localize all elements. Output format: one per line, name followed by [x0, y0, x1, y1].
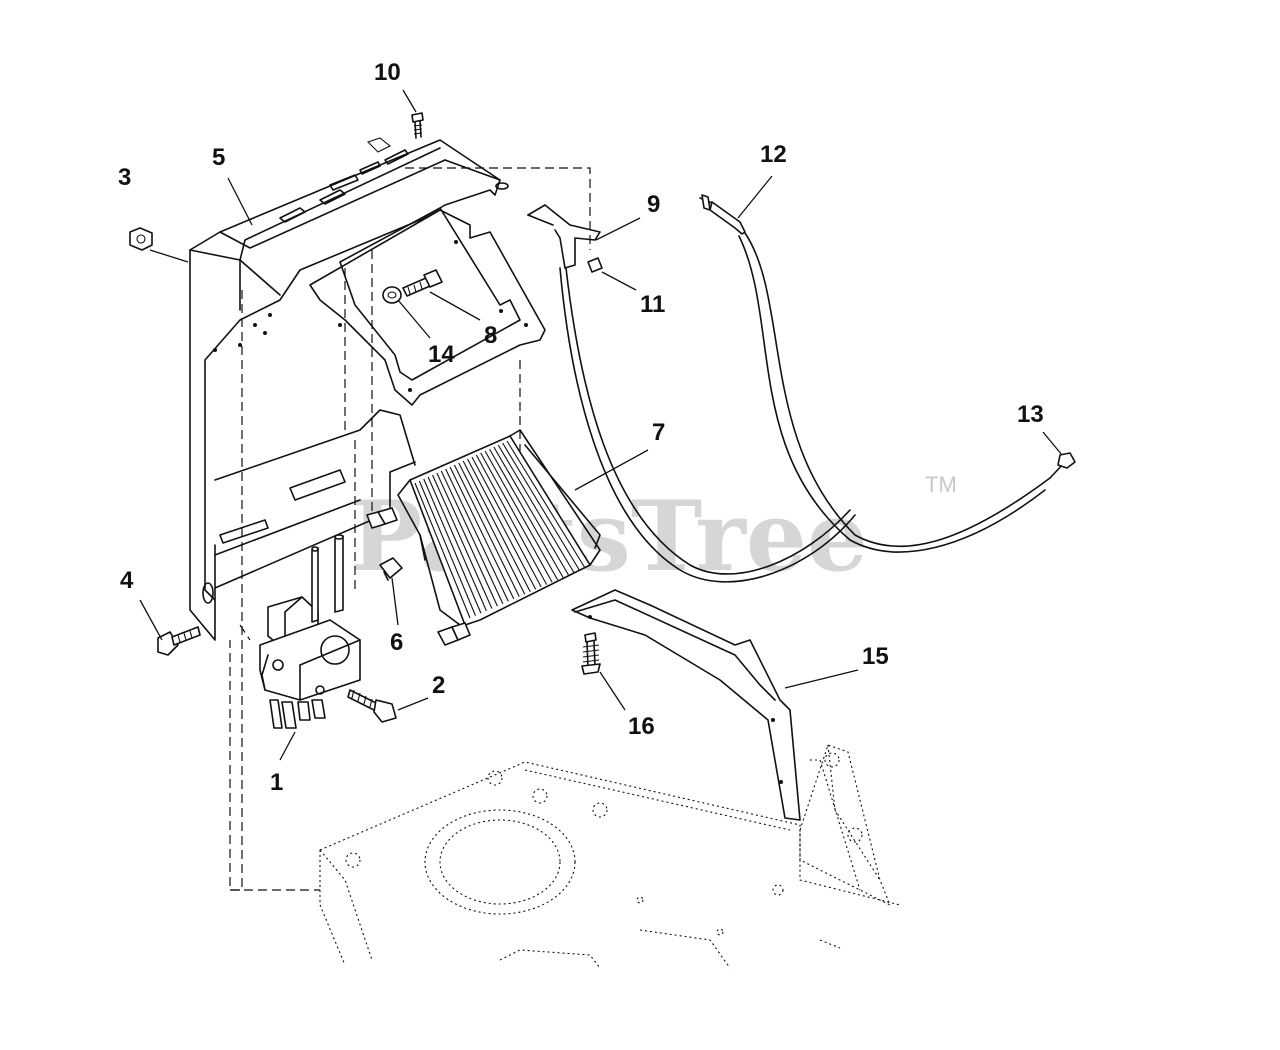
- fin-line: [506, 440, 586, 569]
- control-cable: [559, 194, 1076, 583]
- callout-2: 2: [432, 672, 445, 699]
- heat-sink-fins: [414, 440, 586, 619]
- fin-line: [502, 442, 580, 571]
- bolt-and-washer: [382, 269, 443, 304]
- base-frame: [319, 744, 901, 969]
- fin-line: [453, 464, 520, 597]
- cable-bracket: [527, 204, 603, 273]
- callout-4: 4: [120, 567, 134, 594]
- fin-line: [480, 452, 553, 583]
- fin-line: [467, 458, 537, 590]
- callout-labels: 1 2 3 4 5 6 7 8 9 10 11 12 13 14 15 16: [118, 59, 1044, 796]
- callout-9: 9: [647, 191, 660, 218]
- fin-line: [458, 462, 526, 595]
- console-panel: [189, 137, 546, 641]
- fin-line: [462, 460, 531, 593]
- fin-line: [418, 480, 476, 616]
- switch-block: [259, 534, 361, 729]
- leader-lines: [139, 89, 1063, 761]
- fin-line: [427, 476, 487, 612]
- fin-line: [449, 466, 515, 600]
- fin-line: [432, 474, 493, 609]
- callout-13: 13: [1017, 401, 1044, 428]
- callout-10: 10: [374, 59, 401, 86]
- callout-12: 12: [760, 141, 787, 168]
- bolt-4: [157, 626, 201, 656]
- fin-line: [440, 470, 504, 604]
- callout-3: 3: [118, 164, 131, 191]
- bolt-2: [347, 689, 397, 723]
- callout-6: 6: [390, 629, 403, 656]
- fin-line: [423, 478, 482, 614]
- fin-line: [445, 468, 509, 602]
- callout-8: 8: [484, 322, 497, 349]
- screw-16: [581, 632, 601, 675]
- fin-line: [436, 472, 498, 607]
- callout-11: 11: [640, 291, 665, 318]
- screw-10: [411, 112, 424, 139]
- clip: [379, 557, 403, 581]
- fin-line: [497, 444, 575, 574]
- callout-5: 5: [212, 144, 225, 171]
- callout-14: 14: [428, 341, 455, 368]
- nut-3: [129, 227, 153, 251]
- fin-line: [471, 456, 542, 588]
- watermark-trademark: TM: [925, 472, 957, 497]
- callout-15: 15: [862, 643, 889, 670]
- fin-line: [493, 446, 570, 576]
- callout-1: 1: [270, 769, 283, 796]
- fin-line: [488, 448, 564, 578]
- heat-sink-module: [366, 429, 601, 646]
- support-bracket: [571, 589, 801, 821]
- fin-line: [475, 454, 548, 585]
- fin-line: [484, 450, 559, 581]
- fin-line: [414, 482, 471, 619]
- callout-7: 7: [652, 419, 665, 446]
- callout-16: 16: [628, 713, 655, 740]
